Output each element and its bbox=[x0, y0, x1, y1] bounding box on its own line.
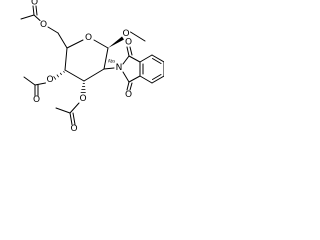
imide-top-oxygen-label: O bbox=[125, 38, 132, 48]
phthalimide-group: N O O bbox=[103, 38, 164, 100]
bond-carbonyl-oxygen-c3 bbox=[69, 112, 73, 125]
bond-o5-c1 bbox=[93, 39, 109, 49]
bond-c4-c5 bbox=[64, 47, 68, 71]
glycoside-oxygen-label: O bbox=[122, 29, 129, 39]
c3-ester-oxygen-label: O bbox=[79, 94, 86, 104]
bond-bottom-carbonyl-oxygen bbox=[126, 81, 130, 91]
bond-carbonyl-methyl-c3 bbox=[55, 107, 71, 114]
benzene-bond-5-inner bbox=[152, 74, 162, 80]
bond-n-carbonyl-bottom bbox=[122, 71, 130, 83]
bond-c5-o5 bbox=[66, 39, 84, 49]
bond-c2-c3 bbox=[83, 68, 105, 82]
bond-carbonyl-oxygen-c6-second bbox=[35, 5, 38, 16]
bond-o6-carbonyl bbox=[33, 14, 41, 21]
bond-top-carbonyl-oxygen-second bbox=[129, 46, 133, 56]
bond-carbonyl-bottom-aryl bbox=[128, 75, 141, 83]
bond-carbonyl-oxygen-c6 bbox=[32, 5, 35, 16]
bond-c6-o6 bbox=[47, 26, 59, 34]
benzene-bond-5 bbox=[151, 75, 164, 84]
bond-carbonyl-methyl-c6 bbox=[20, 14, 35, 20]
bond-o3-carbonyl bbox=[69, 102, 80, 114]
bond-c3-c4 bbox=[64, 69, 85, 82]
benzene-bond-3 bbox=[151, 54, 164, 63]
bond-bottom-carbonyl-oxygen-second bbox=[129, 82, 133, 91]
benzene-bond-6 bbox=[139, 75, 153, 84]
c6-acetate-group: O O bbox=[20, 0, 68, 49]
methoxy-group: O bbox=[108, 29, 146, 48]
bond-top-carbonyl-oxygen bbox=[126, 46, 130, 57]
bond-carbonyl-oxygen-c3-second bbox=[72, 112, 76, 125]
stereo-abs-label: Abs bbox=[108, 59, 115, 64]
pyranose-ring bbox=[64, 39, 109, 82]
c4-acetate-group: O O bbox=[23, 70, 65, 105]
bond-o4-carbonyl bbox=[34, 82, 46, 86]
c6-carbonyl-oxygen-label: O bbox=[31, 0, 38, 8]
chemical-structure: O O O O O O bbox=[20, 0, 164, 134]
bond-c1-o1-wedge bbox=[108, 36, 124, 48]
imide-nitrogen-label: N bbox=[116, 63, 123, 73]
bond-carbonyl-methyl-c4 bbox=[23, 76, 36, 86]
c6-ester-oxygen-label: O bbox=[40, 20, 47, 30]
benzene-bond-3-inner bbox=[152, 58, 162, 64]
c3-carbonyl-oxygen-label: O bbox=[70, 124, 77, 134]
bond-c5-c6 bbox=[57, 32, 68, 49]
ring-oxygen-label: O bbox=[85, 33, 92, 43]
bond-carbonyl-top-aryl bbox=[128, 55, 141, 63]
bond-c4-o4-hash bbox=[53, 70, 65, 80]
bond-o1-methyl bbox=[130, 31, 146, 42]
imide-bottom-oxygen-label: O bbox=[125, 90, 132, 100]
c4-ester-oxygen-label: O bbox=[46, 75, 53, 85]
bond-c3-o3-hash bbox=[80, 83, 86, 93]
benzene-bond-2 bbox=[139, 54, 153, 63]
c3-acetate-group: O O bbox=[55, 83, 87, 134]
bond-c1-c2 bbox=[103, 47, 109, 70]
c4-carbonyl-oxygen-label: O bbox=[33, 95, 40, 105]
bond-n-carbonyl-top bbox=[122, 55, 130, 65]
bond-c2-n bbox=[103, 67, 115, 70]
